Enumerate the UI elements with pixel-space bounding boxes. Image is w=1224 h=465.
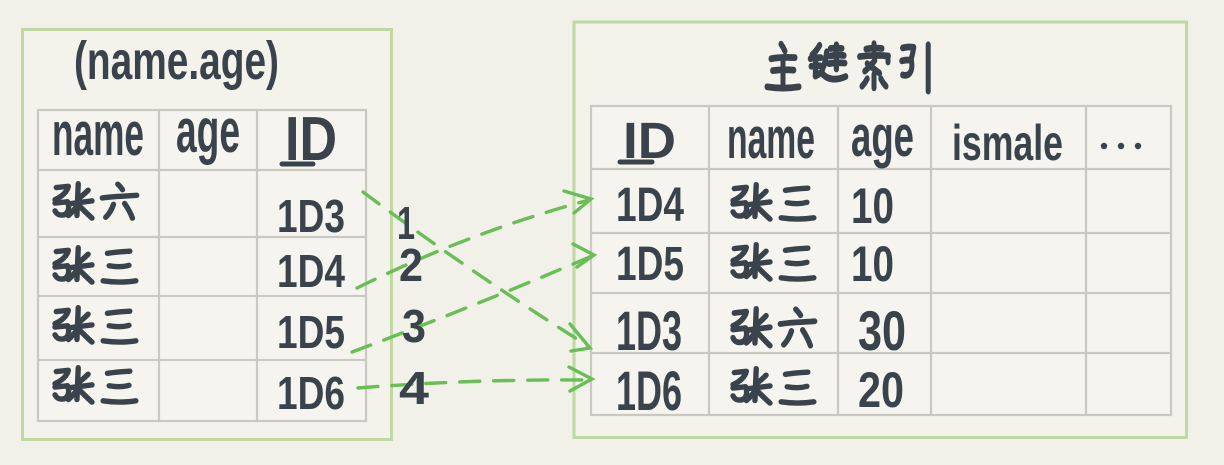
svg-text:1D5: 1D5	[277, 306, 345, 358]
svg-text:(name.age): (name.age)	[74, 31, 279, 91]
svg-text:30: 30	[858, 299, 906, 362]
svg-text:10: 10	[851, 236, 894, 292]
svg-text:3: 3	[402, 300, 426, 352]
svg-text:1D6: 1D6	[277, 367, 345, 419]
svg-text:10: 10	[851, 178, 894, 234]
svg-text:1D6: 1D6	[616, 359, 682, 422]
svg-text:1: 1	[397, 197, 415, 249]
svg-text:age: age	[176, 97, 240, 166]
svg-text:1D3: 1D3	[616, 299, 682, 362]
svg-text:name: name	[727, 106, 815, 171]
svg-text:2: 2	[399, 239, 423, 291]
svg-text:1D5: 1D5	[616, 238, 684, 291]
svg-text:1D4: 1D4	[277, 245, 345, 297]
svg-text:age: age	[851, 104, 914, 169]
svg-text:1D3: 1D3	[277, 190, 345, 242]
svg-text:4: 4	[399, 362, 429, 414]
svg-text:1D4: 1D4	[616, 179, 684, 232]
svg-text:20: 20	[858, 362, 904, 418]
svg-text:name: name	[52, 100, 144, 169]
svg-text:ismale: ismale	[952, 115, 1063, 171]
